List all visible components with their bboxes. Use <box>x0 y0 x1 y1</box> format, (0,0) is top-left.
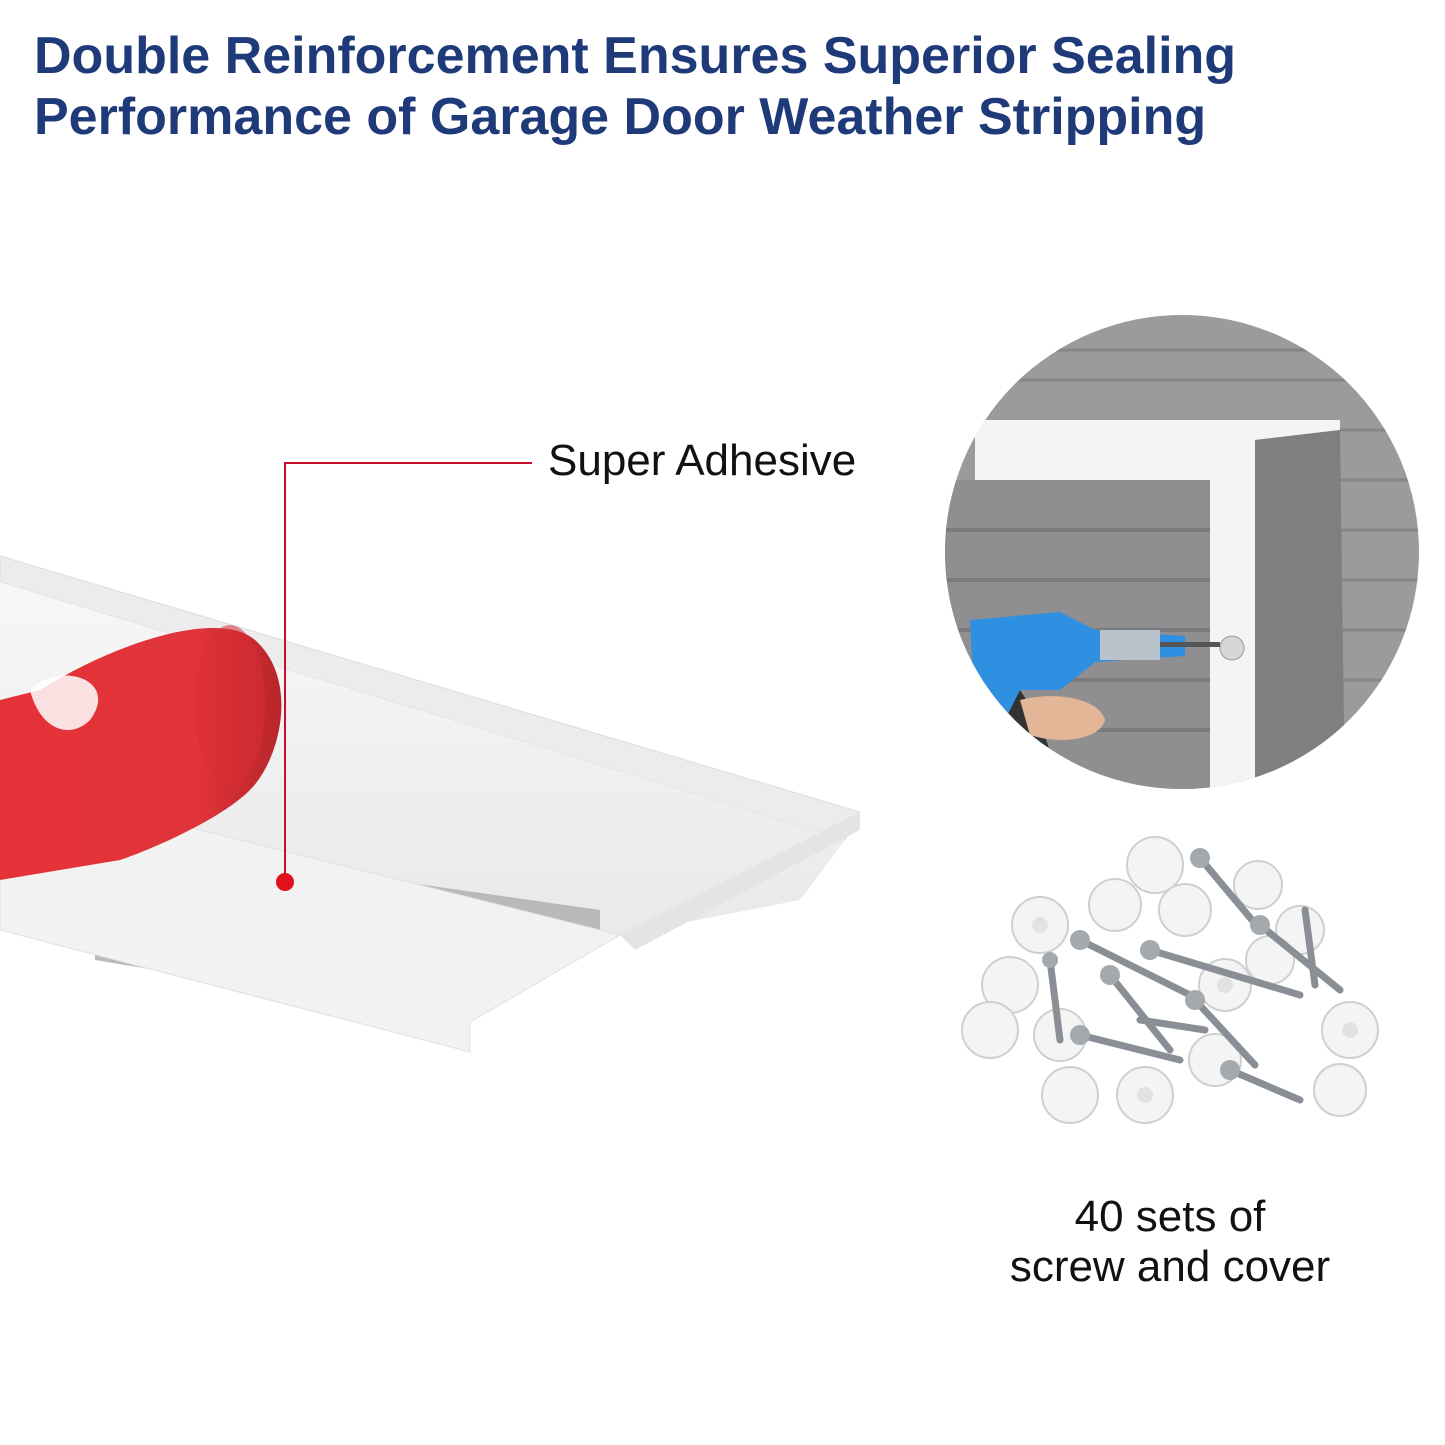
headline: Double Reinforcement Ensures Superior Se… <box>34 26 1424 148</box>
headline-line-1: Double Reinforcement Ensures Superior Se… <box>34 27 1237 85</box>
caption-line-1: 40 sets of <box>1074 1192 1266 1241</box>
callout-label: Super Adhesive <box>548 436 857 485</box>
headline-line-2: Performance of Garage Door Weather Strip… <box>34 88 1207 146</box>
caption-line-2: screw and cover <box>1009 1242 1331 1291</box>
screw-kit-caption: 40 sets of screw and cover <box>960 1192 1380 1292</box>
callout-dot <box>276 873 294 891</box>
